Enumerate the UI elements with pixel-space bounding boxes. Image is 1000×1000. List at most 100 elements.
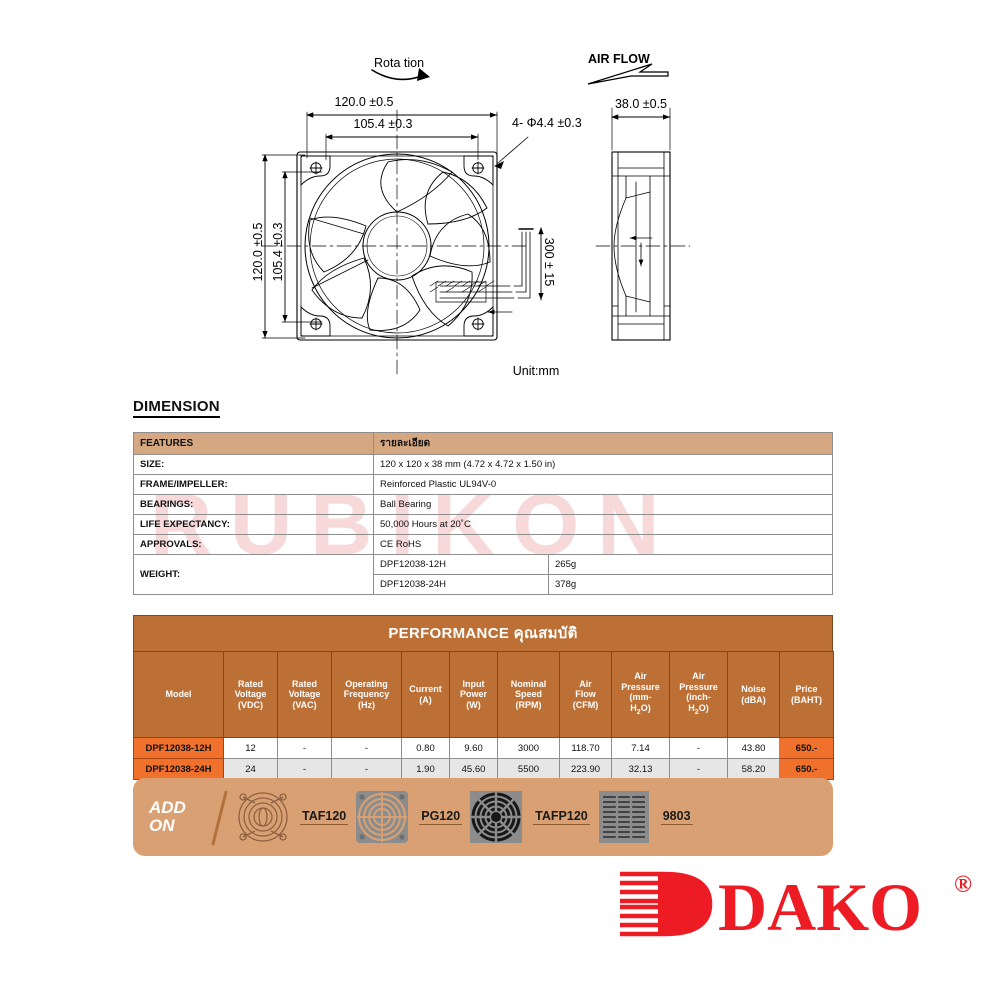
row-value: 50,000 Hours at 20˚C [373, 514, 833, 535]
dako-logo-mark [620, 871, 713, 937]
addon-label-line2: ON [149, 816, 175, 835]
table-row-weight: WEIGHT: DPF12038-12H 265g [133, 554, 833, 595]
row-value: Reinforced Plastic UL94V-0 [373, 474, 833, 495]
addon-item-label: PG120 [419, 809, 463, 825]
addon-item[interactable]: TAFP120 [468, 789, 590, 845]
dako-logo: DAKO ® [618, 866, 988, 945]
addon-item-label: TAFP120 [533, 809, 590, 825]
weight-value: 378g [548, 574, 833, 595]
metal-fan-guard-icon [468, 789, 524, 845]
cell-frequency: - [331, 737, 402, 759]
technical-drawing: Rota tion AIR FLOW 120.0 ±0.5 105.4 ±0.3… [0, 0, 1000, 390]
row-label-weight: WEIGHT: [133, 554, 374, 595]
row-value: Ball Bearing [373, 494, 833, 515]
cell-rated-vac: - [277, 737, 332, 759]
cell-noise: 58.20 [727, 758, 780, 780]
table-row: DPF12038-24H 24 - - 1.90 45.60 5500 223.… [133, 758, 834, 780]
cell-pressure-inch: - [669, 758, 728, 780]
dim-depth: 38.0 ±0.5 [615, 97, 667, 111]
cell-pressure-mm: 32.13 [611, 758, 670, 780]
dimension-table: FEATURES รายละเอียด SIZE: 120 x 120 x 38… [133, 432, 833, 595]
unit-note: Unit:mm [513, 364, 560, 378]
dako-logo-text: DAKO [718, 869, 922, 942]
col-price: Price(BAHT) [779, 651, 834, 738]
table-row: APPROVALS: CE RoHS [133, 534, 833, 555]
cell-rated-vac: - [277, 758, 332, 780]
dim-lead-length: 300 ± 15 [542, 238, 556, 287]
addon-item-label: 9803 [660, 809, 693, 825]
cell-airflow: 118.70 [559, 737, 612, 759]
dim-hole-spec: 4- Φ4.4 ±0.3 [512, 116, 582, 130]
table-row: LIFE EXPECTANCY: 50,000 Hours at 20˚C [133, 514, 833, 535]
cell-price: 650.- [779, 758, 834, 780]
weight-model: DPF12038-24H [373, 574, 549, 595]
airflow-label: AIR FLOW [588, 52, 650, 66]
col-model: Model [133, 651, 224, 738]
cell-airflow: 223.90 [559, 758, 612, 780]
addon-item[interactable]: 9803 [596, 789, 693, 845]
addon-label: ADD ON [149, 799, 207, 835]
addon-item[interactable]: PG120 [354, 789, 463, 845]
rotation-label: Rota tion [374, 56, 424, 70]
dim-width-hole: 105.4 ±0.3 [354, 117, 413, 131]
table-header-row: FEATURES รายละเอียด [133, 432, 833, 455]
table-row: DPF12038-12H 12 - - 0.80 9.60 3000 118.7… [133, 737, 834, 759]
weight-value: 265g [548, 554, 833, 575]
wire-fan-guard-icon [235, 789, 291, 845]
dim-height-outer: 120.0 ±0.5 [251, 222, 265, 281]
cell-speed: 3000 [497, 737, 560, 759]
cell-model: DPF12038-24H [133, 758, 224, 780]
cell-price: 650.- [779, 737, 834, 759]
addon-divider [207, 788, 229, 846]
cell-frequency: - [331, 758, 402, 780]
louver-vent-icon [596, 789, 652, 845]
row-value: CE RoHS [373, 534, 833, 555]
cell-current: 1.90 [401, 758, 450, 780]
weight-model: DPF12038-12H [373, 554, 549, 575]
col-detail: รายละเอียด [373, 432, 833, 455]
table-row: SIZE: 120 x 120 x 38 mm (4.72 x 4.72 x 1… [133, 454, 833, 475]
cell-current: 0.80 [401, 737, 450, 759]
row-label: LIFE EXPECTANCY: [133, 514, 374, 535]
row-label: APPROVALS: [133, 534, 374, 555]
cell-input-power: 45.60 [449, 758, 498, 780]
dimension-heading: DIMENSION [133, 398, 220, 418]
performance-title: PERFORMANCE คุณสมบัติ [133, 615, 833, 651]
cell-pressure-mm: 7.14 [611, 737, 670, 759]
cell-input-power: 9.60 [449, 737, 498, 759]
addon-label-line1: ADD [149, 798, 186, 817]
col-current: Current(A) [401, 651, 450, 738]
registered-trademark-icon: ® [954, 872, 972, 898]
table-row-weight: DPF12038-24H 378g [134, 574, 833, 595]
dim-width-outer: 120.0 ±0.5 [335, 95, 394, 109]
col-noise: Noise(dBA) [727, 651, 780, 738]
row-label: BEARINGS: [133, 494, 374, 515]
cell-rated-vdc: 24 [223, 758, 278, 780]
addon-item-label: TAF120 [300, 809, 349, 825]
cell-model: DPF12038-12H [133, 737, 224, 759]
addon-bar: ADD ON TAF120 [133, 778, 833, 856]
cell-speed: 5500 [497, 758, 560, 780]
cell-noise: 43.80 [727, 737, 780, 759]
dim-height-hole: 105.4 ±0.3 [271, 222, 285, 281]
addon-item[interactable]: TAF120 [235, 789, 349, 845]
col-features: FEATURES [133, 432, 374, 455]
table-row: BEARINGS: Ball Bearing [133, 494, 833, 515]
plastic-fan-grill-icon [354, 789, 410, 845]
row-label: SIZE: [133, 454, 374, 475]
cell-rated-vdc: 12 [223, 737, 278, 759]
table-row: FRAME/IMPELLER: Reinforced Plastic UL94V… [133, 474, 833, 495]
row-value: 120 x 120 x 38 mm (4.72 x 4.72 x 1.50 in… [373, 454, 833, 475]
cell-pressure-inch: - [669, 737, 728, 759]
